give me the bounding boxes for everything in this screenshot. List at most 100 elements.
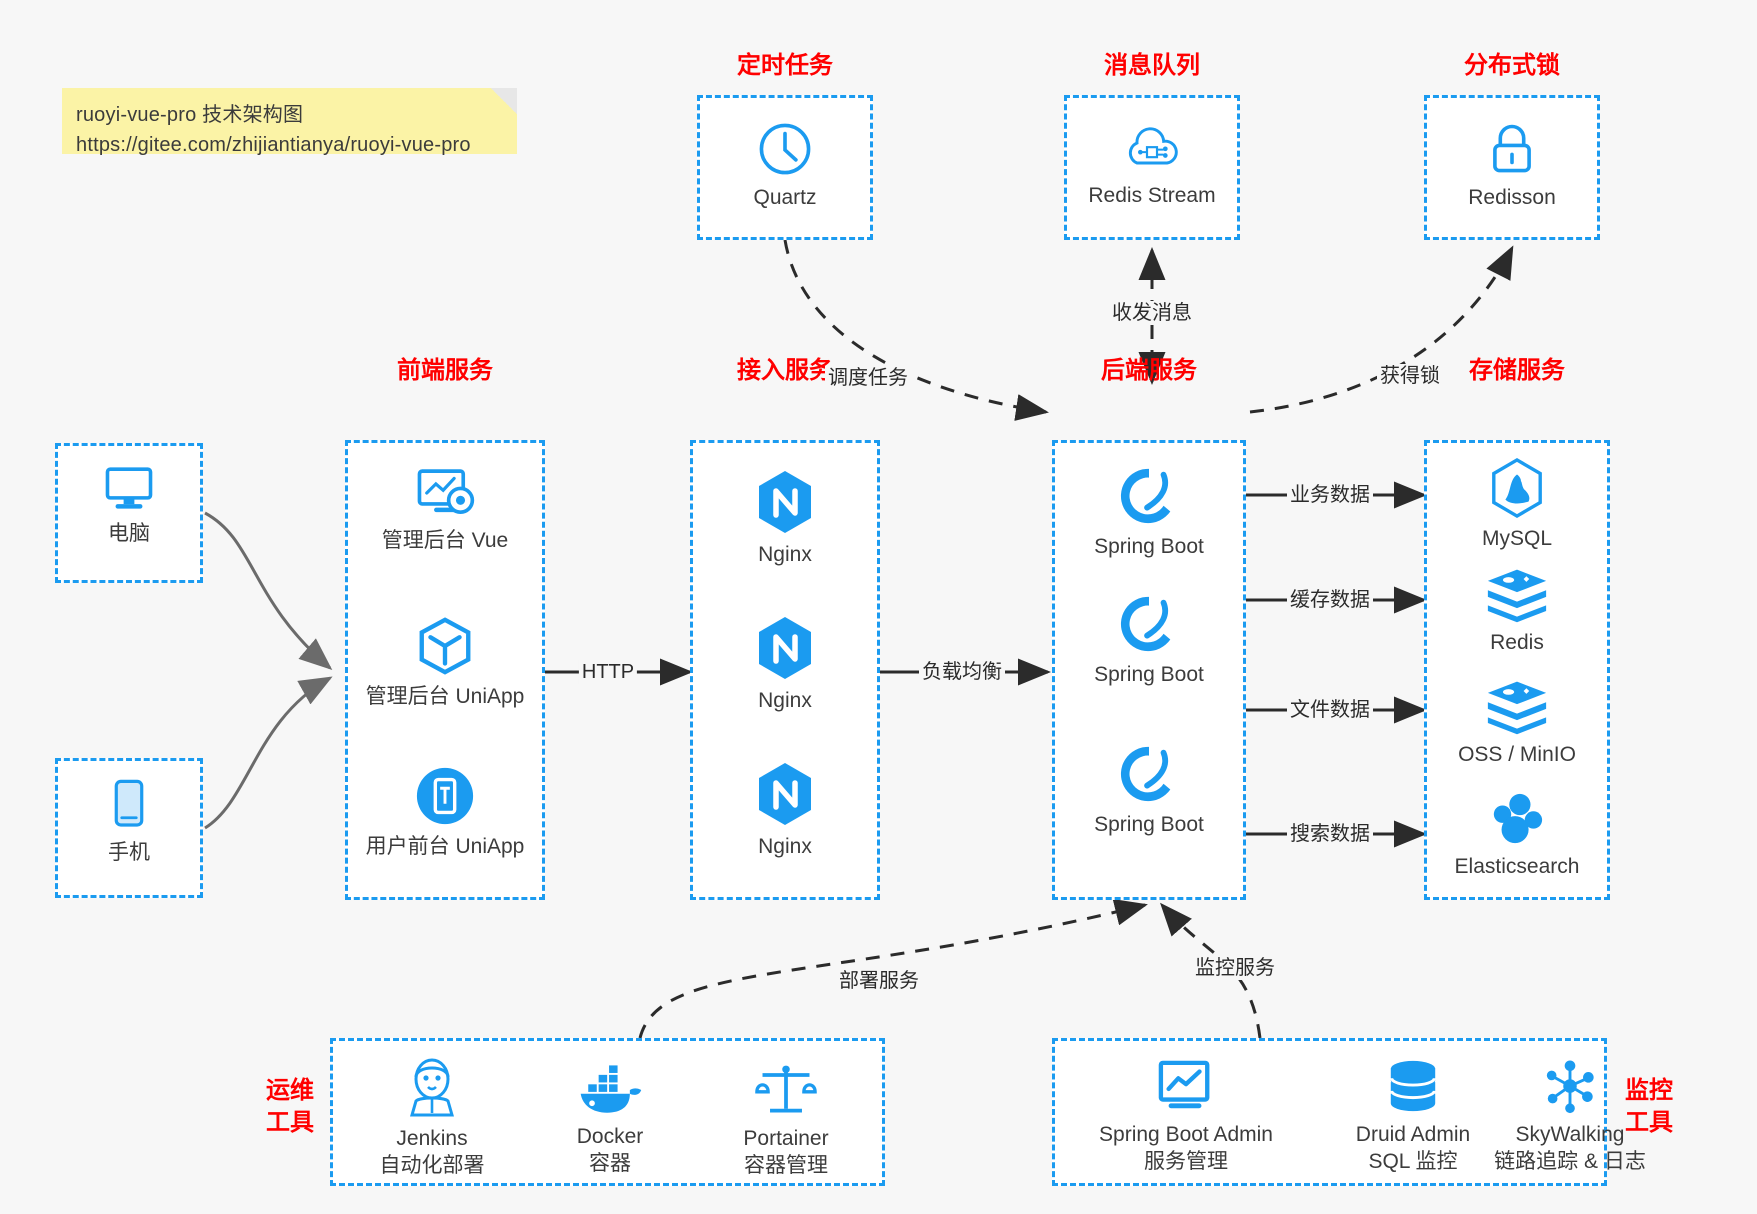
node-nginx-1[interactable]: Nginx: [693, 469, 877, 568]
nginx-icon: [759, 617, 811, 679]
edge-label-monitor-service: 监控服务: [1192, 956, 1278, 980]
node-label: SkyWalking: [1515, 1123, 1625, 1146]
group-frontend[interactable]: 管理后台 Vue 管理后台 UniApp 用户前台 UniApp: [345, 440, 545, 900]
node-label: MySQL: [1481, 527, 1552, 550]
node-redisson[interactable]: Redisson: [1427, 120, 1597, 211]
node-label: Nginx: [758, 835, 812, 858]
node-redis[interactable]: Redis: [1427, 567, 1607, 656]
portainer-scales-icon: [755, 1065, 817, 1113]
mobile-app-icon: [416, 767, 474, 825]
node-oss-minio[interactable]: OSS / MinIO: [1427, 679, 1607, 768]
node-desktop[interactable]: 电脑: [58, 462, 200, 547]
node-sublabel: 容器管理: [744, 1154, 828, 1177]
spring-boot-icon: [1120, 746, 1171, 802]
node-spring-boot-2[interactable]: Spring Boot: [1055, 593, 1243, 688]
edge-label-business-data: 业务数据: [1287, 483, 1373, 507]
node-label: 电脑: [108, 522, 150, 545]
spring-boot-icon: [1120, 468, 1171, 524]
group-lock[interactable]: Redisson: [1424, 95, 1600, 240]
spring-boot-icon: [1120, 596, 1171, 652]
node-label: 管理后台 Vue: [381, 529, 509, 552]
architecture-note: ruoyi-vue-pro 技术架构图 https://gitee.com/zh…: [62, 88, 517, 156]
group-title-storage: 存储服务: [1469, 357, 1565, 384]
nginx-icon: [759, 471, 811, 533]
node-spring-boot-1[interactable]: Spring Boot: [1055, 465, 1243, 560]
cube-icon: [419, 617, 471, 675]
edge-label-search-data: 搜索数据: [1287, 822, 1373, 846]
node-docker[interactable]: Docker 容器: [525, 1063, 695, 1177]
node-label: Docker: [576, 1125, 644, 1148]
node-label: Nginx: [758, 543, 812, 566]
node-label: 管理后台 UniApp: [365, 685, 525, 708]
oss-minio-icon: [1487, 681, 1547, 735]
group-title-lock: 分布式锁: [1464, 52, 1560, 79]
node-portainer[interactable]: Portainer 容器管理: [701, 1061, 871, 1179]
group-devops[interactable]: Jenkins 自动化部署 Docker 容器: [330, 1038, 885, 1186]
node-jenkins[interactable]: Jenkins 自动化部署: [347, 1055, 517, 1179]
node-label: Jenkins: [396, 1127, 468, 1150]
group-mq[interactable]: Redis Stream: [1064, 95, 1240, 240]
note-line-title: ruoyi-vue-pro 技术架构图: [76, 104, 304, 126]
node-druid-admin[interactable]: Druid Admin SQL 监控: [1323, 1059, 1503, 1175]
skywalking-icon: [1546, 1060, 1594, 1114]
group-storage[interactable]: MySQL Redis OSS / MinIO: [1424, 440, 1610, 900]
node-spring-boot-3[interactable]: Spring Boot: [1055, 743, 1243, 838]
node-spring-boot-admin[interactable]: Spring Boot Admin 服务管理: [1061, 1059, 1311, 1175]
cloud-network-icon: [1128, 127, 1178, 165]
edge-label-send-receive-message: 收发消息: [1109, 301, 1195, 325]
group-title-scheduler: 定时任务: [737, 52, 833, 79]
node-quartz[interactable]: Quartz: [700, 120, 870, 211]
node-sublabel: 链路追踪 & 日志: [1494, 1150, 1646, 1173]
edge-label-cache-data: 缓存数据: [1287, 588, 1373, 612]
node-nginx-2[interactable]: Nginx: [693, 615, 877, 714]
group-title-mq: 消息队列: [1104, 52, 1200, 79]
edge-label-load-balance: 负载均衡: [919, 660, 1005, 684]
node-label: Redis: [1490, 631, 1544, 654]
node-user-uniapp[interactable]: 用户前台 UniApp: [348, 765, 542, 860]
group-title-devops: 运维 工具: [266, 1077, 314, 1136]
mysql-icon: [1492, 458, 1542, 518]
group-backend[interactable]: Spring Boot Spring Boot Spring Boot: [1052, 440, 1246, 900]
group-title-monitoring: 监控 工具: [1625, 1077, 1673, 1136]
node-sublabel: SQL 监控: [1368, 1150, 1458, 1173]
group-title-frontend: 前端服务: [397, 357, 493, 384]
edge-label-acquire-lock: 获得锁: [1377, 364, 1443, 388]
elasticsearch-icon: [1493, 793, 1543, 844]
node-label: 用户前台 UniApp: [365, 835, 525, 858]
node-elasticsearch[interactable]: Elasticsearch: [1427, 791, 1607, 880]
group-gateway[interactable]: Nginx Nginx Nginx: [690, 440, 880, 900]
node-mysql[interactable]: MySQL: [1427, 457, 1607, 552]
monitor-chart-icon: [1158, 1060, 1210, 1109]
node-label: Portainer: [743, 1127, 829, 1150]
dashboard-vue-icon: [417, 469, 475, 514]
node-label: Spring Boot: [1094, 813, 1204, 836]
group-monitoring[interactable]: Spring Boot Admin 服务管理 Druid Admin SQL 监…: [1052, 1038, 1646, 1186]
jenkins-icon: [410, 1058, 454, 1117]
node-admin-uniapp[interactable]: 管理后台 UniApp: [348, 615, 542, 710]
node-label: Druid Admin: [1355, 1123, 1471, 1146]
node-label: Spring Boot: [1094, 535, 1204, 558]
node-sublabel: 服务管理: [1144, 1150, 1228, 1173]
node-label: Elasticsearch: [1454, 855, 1580, 878]
node-label: Spring Boot: [1094, 663, 1204, 686]
node-label: Redisson: [1468, 186, 1556, 209]
node-phone[interactable]: 手机: [58, 777, 200, 866]
group-client-phone[interactable]: 手机: [55, 758, 203, 898]
node-sublabel: 容器: [589, 1152, 631, 1175]
node-nginx-3[interactable]: Nginx: [693, 761, 877, 860]
group-title-backend: 后端服务: [1101, 357, 1197, 384]
node-label: 手机: [108, 841, 150, 864]
group-scheduler[interactable]: Quartz: [697, 95, 873, 240]
edge-label-schedule-task: 调度任务: [825, 366, 911, 390]
node-admin-vue[interactable]: 管理后台 Vue: [348, 465, 542, 554]
docker-icon: [580, 1065, 642, 1113]
nginx-icon: [759, 763, 811, 825]
clock-icon: [759, 123, 811, 175]
desktop-icon: [105, 467, 153, 509]
node-label: Redis Stream: [1088, 184, 1216, 207]
node-label: OSS / MinIO: [1458, 743, 1576, 766]
redis-icon: [1487, 569, 1547, 623]
group-client-desktop[interactable]: 电脑: [55, 443, 203, 583]
node-redis-stream[interactable]: Redis Stream: [1067, 120, 1237, 209]
node-skywalking[interactable]: SkyWalking 链路追踪 & 日志: [1455, 1059, 1685, 1175]
